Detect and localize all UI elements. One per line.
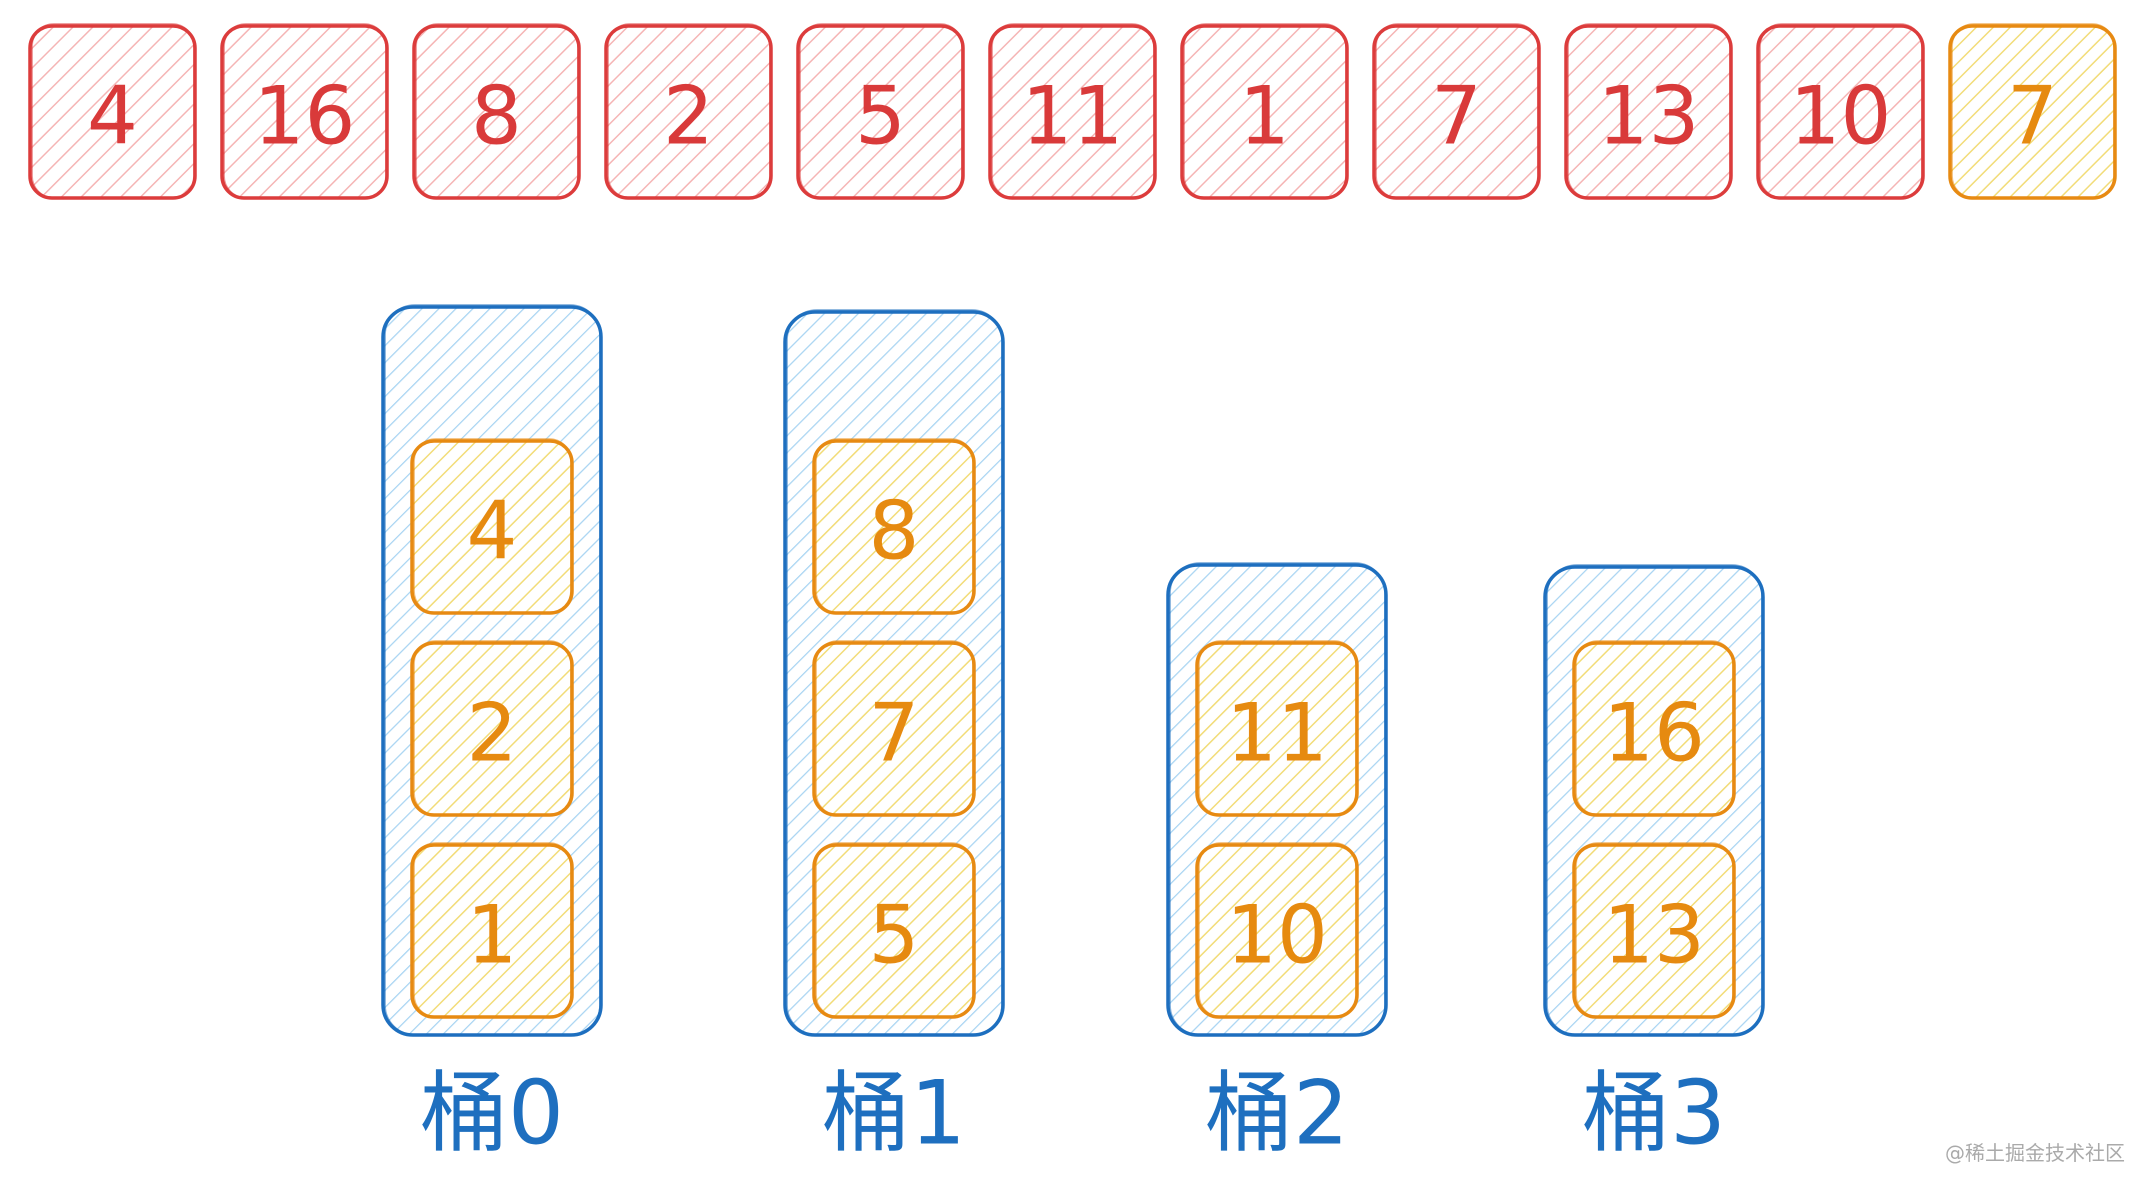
bucket-1: 8 7 5 bbox=[783, 309, 1005, 1037]
input-cell-value: 5 bbox=[855, 70, 906, 163]
bucket-item-value: 5 bbox=[869, 889, 920, 982]
input-cell-value: 10 bbox=[1790, 70, 1892, 163]
input-cell-value: 7 bbox=[1431, 70, 1482, 163]
input-cell: 13 bbox=[1564, 23, 1733, 200]
bucket-item: 16 bbox=[1572, 640, 1736, 817]
input-cell: 16 bbox=[220, 23, 389, 200]
input-cell-value: 16 bbox=[254, 70, 356, 163]
bucket-item-value: 11 bbox=[1226, 687, 1328, 780]
bucket-0: 4 2 1 bbox=[381, 304, 603, 1037]
input-cell: 11 bbox=[988, 23, 1157, 200]
bucket-item-value: 10 bbox=[1226, 889, 1328, 982]
bucket-item: 7 bbox=[812, 640, 976, 817]
bucket-label: 桶3 bbox=[1582, 1062, 1726, 1165]
bucket-item: 2 bbox=[410, 640, 574, 817]
input-cell-value: 11 bbox=[1022, 70, 1124, 163]
bucket-2: 11 10 bbox=[1166, 562, 1388, 1037]
input-cell: 4 bbox=[28, 23, 197, 200]
bucket-label: 桶2 bbox=[1205, 1062, 1349, 1165]
input-cell: 7 bbox=[1372, 23, 1541, 200]
bucket-item-value: 1 bbox=[467, 889, 518, 982]
bucket-item-value: 2 bbox=[467, 687, 518, 780]
bucket-item-value: 7 bbox=[869, 687, 920, 780]
input-cell-highlighted: 7 bbox=[1948, 23, 2117, 200]
bucket-item-value: 16 bbox=[1603, 687, 1705, 780]
bucket-item: 4 bbox=[410, 438, 574, 615]
bucket-item-value: 8 bbox=[869, 485, 920, 578]
bucket-label: 桶0 bbox=[420, 1062, 564, 1165]
bucket-item: 8 bbox=[812, 438, 976, 615]
input-cell: 5 bbox=[796, 23, 965, 200]
input-cell: 8 bbox=[412, 23, 581, 200]
input-cell-value: 1 bbox=[1239, 70, 1290, 163]
bucket-label: 桶1 bbox=[822, 1062, 966, 1165]
input-cell-value: 7 bbox=[2007, 70, 2058, 163]
input-cell: 2 bbox=[604, 23, 773, 200]
bucket-item: 5 bbox=[812, 842, 976, 1019]
bucket-item: 10 bbox=[1195, 842, 1359, 1019]
input-cell-value: 8 bbox=[471, 70, 522, 163]
bucket-item: 11 bbox=[1195, 640, 1359, 817]
bucket-item: 13 bbox=[1572, 842, 1736, 1019]
input-cell-value: 13 bbox=[1598, 70, 1700, 163]
watermark: @稀土掘金技术社区 bbox=[1945, 1141, 2125, 1165]
input-cell: 10 bbox=[1756, 23, 1925, 200]
bucket-item: 1 bbox=[410, 842, 574, 1019]
bucket-item-value: 13 bbox=[1603, 889, 1705, 982]
input-cell-value: 4 bbox=[87, 70, 138, 163]
input-cell: 1 bbox=[1180, 23, 1349, 200]
bucket-item-value: 4 bbox=[467, 485, 518, 578]
input-cell-value: 2 bbox=[663, 70, 714, 163]
